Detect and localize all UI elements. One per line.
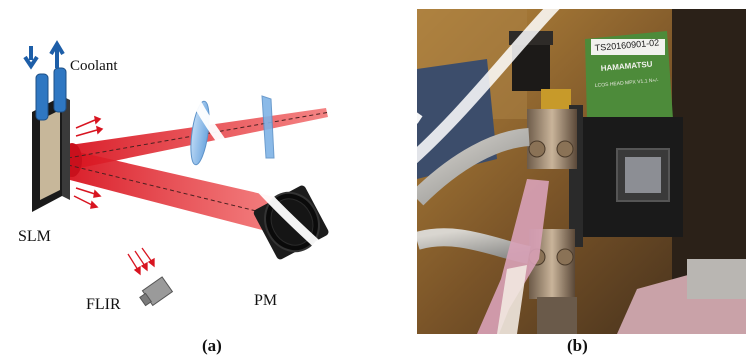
photo-b: TS20160901-02 HAMAMATSU LCOS HEAD MPX V1… <box>417 9 746 334</box>
caption-b: (b) <box>567 336 588 356</box>
slm-label: SLM <box>18 228 51 246</box>
coolant-tube-out <box>54 68 66 112</box>
coolant-up-arrow-icon <box>51 44 63 68</box>
coolant-tube-in <box>36 74 48 120</box>
reflected-beam <box>70 150 288 232</box>
schematic-a <box>0 0 410 363</box>
coolant-down-arrow-icon <box>25 46 37 66</box>
caption-a: (a) <box>202 336 222 356</box>
flir-label: FLIR <box>86 296 121 314</box>
lens-2 <box>262 96 274 158</box>
flir-camera <box>138 277 173 309</box>
pm-label: PM <box>254 292 277 310</box>
coolant-label: Coolant <box>70 58 118 75</box>
flir-arrows-icon <box>128 248 154 274</box>
